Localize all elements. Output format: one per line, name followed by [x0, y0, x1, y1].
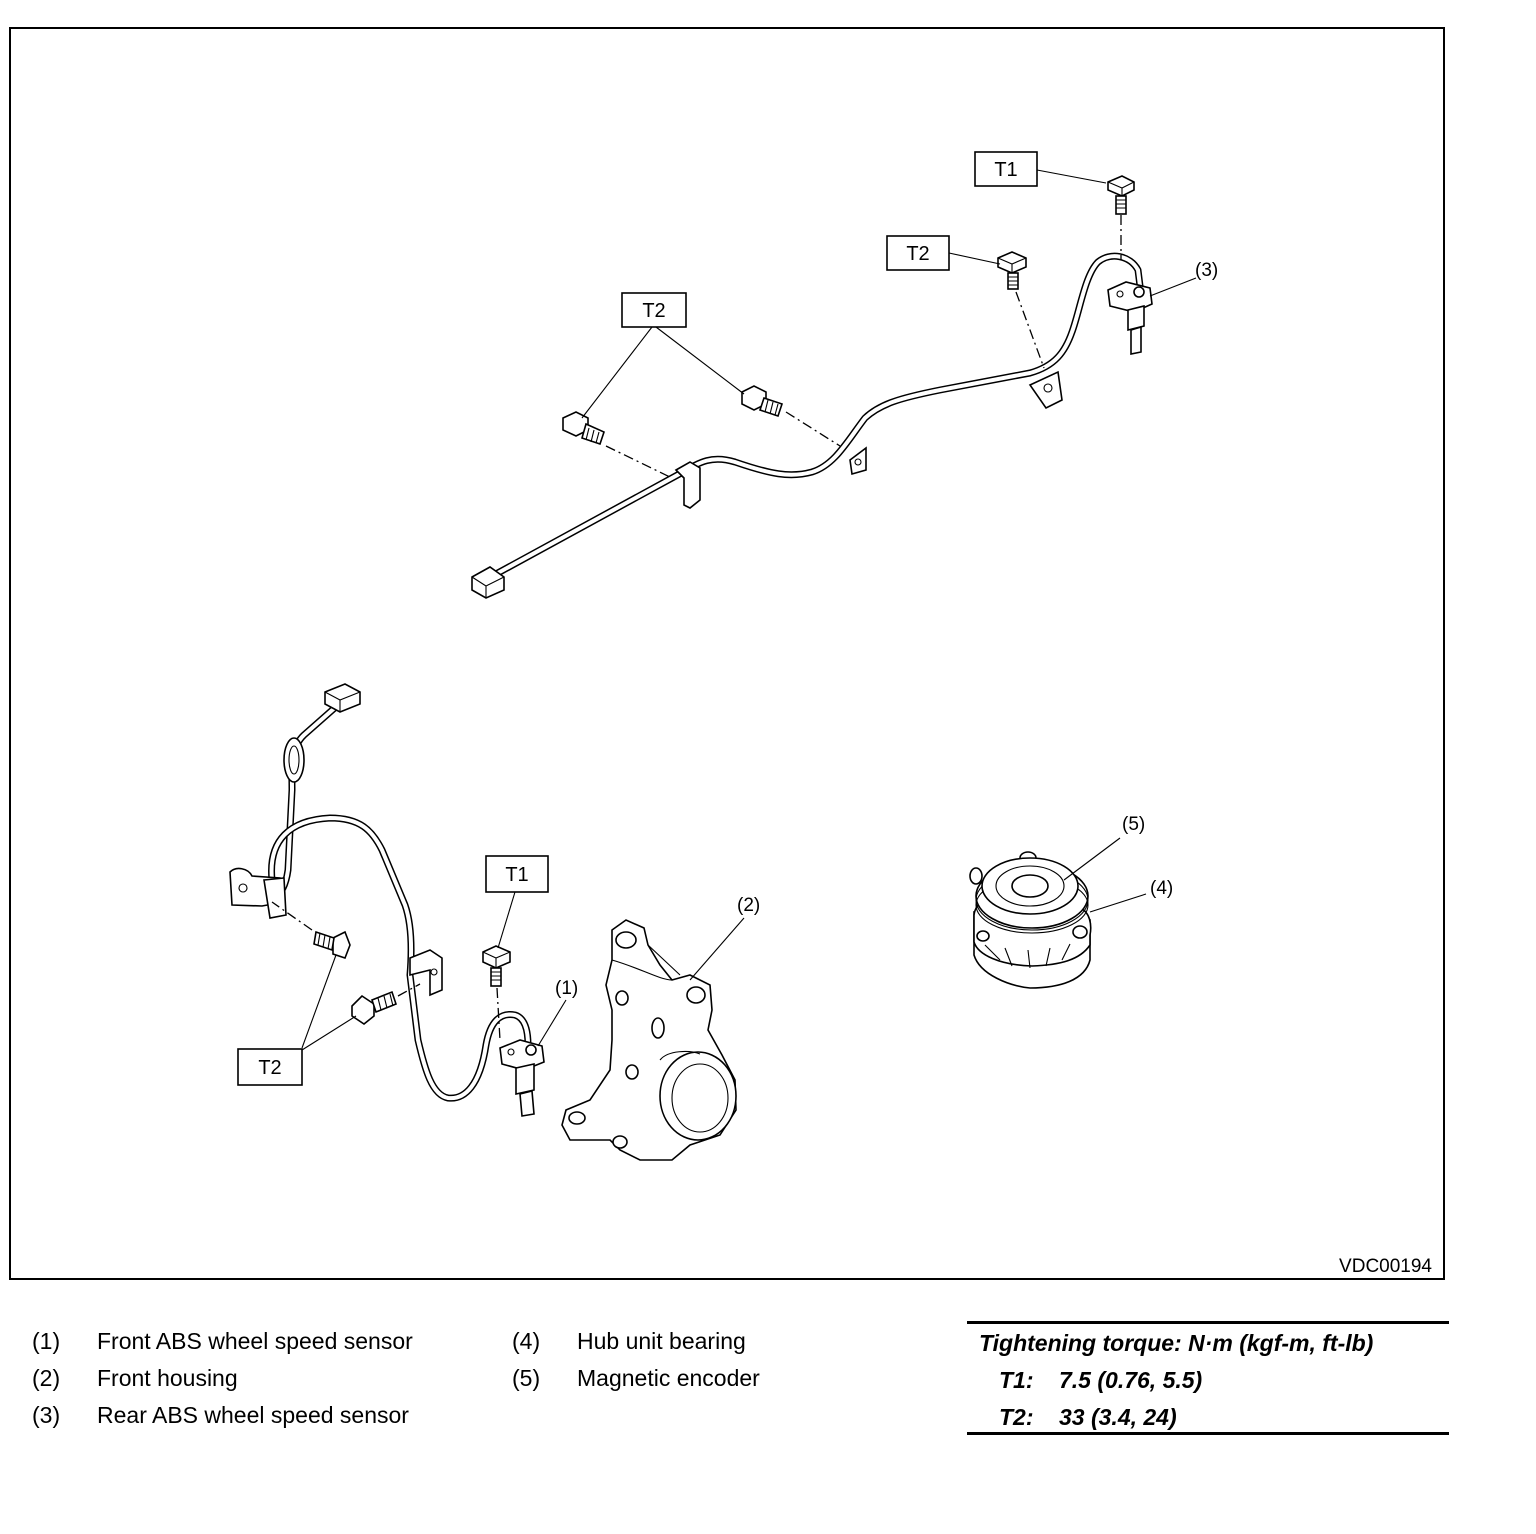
- legend-num-2: (2): [32, 1365, 61, 1391]
- torque-table: Tightening torque: N·m (kgf-m, ft-lb) T1…: [967, 1321, 1449, 1435]
- callout-4: (4): [1089, 878, 1173, 913]
- t2-bolt-mid: [997, 251, 1045, 369]
- t1-box-bottom-label: T1: [505, 864, 528, 886]
- callout-2: (2): [689, 895, 760, 981]
- torque-heading: Tightening torque: N·m (kgf-m, ft-lb): [979, 1330, 1374, 1356]
- t2-box-top: T2: [886, 235, 1001, 271]
- t2-bolt-upper-left: [562, 411, 673, 479]
- legend-num-5: (5): [512, 1365, 541, 1391]
- torque-value-t2: 33 (3.4, 24): [1059, 1404, 1177, 1430]
- torque-key-t2: T2:: [999, 1404, 1034, 1430]
- callout-2-label: (2): [737, 895, 760, 916]
- rear-abs-wheel-speed-sensor: [1107, 281, 1153, 355]
- t1-bolt-top: [1107, 175, 1135, 260]
- callout-4-label: (4): [1150, 878, 1173, 899]
- t2-box-top-label: T2: [906, 243, 929, 265]
- t2-box-bottom: T2: [237, 954, 357, 1086]
- callout-5: (5): [1063, 814, 1145, 881]
- legend-text-2: Front housing: [97, 1365, 238, 1391]
- magnetic-encoder: [981, 857, 1079, 915]
- front-grommet: [283, 737, 305, 783]
- t1-box-top-label: T1: [994, 159, 1017, 181]
- front-harness-connector: [324, 683, 361, 713]
- legend-text-1: Front ABS wheel speed sensor: [97, 1328, 413, 1354]
- t2-box-bottom-label: T2: [258, 1057, 281, 1079]
- t2-bolt-upper-right: [741, 385, 841, 447]
- t2-bolt-front-lower: [351, 983, 421, 1025]
- rear-bracket-2: [849, 446, 867, 476]
- rear-harness-connector: [471, 566, 505, 599]
- front-housing: [561, 919, 737, 1161]
- t2-box-mid-label: T2: [642, 300, 665, 322]
- legend-text-3: Rear ABS wheel speed sensor: [97, 1402, 409, 1428]
- rear-bracket-3: [1028, 370, 1063, 410]
- front-bracket-mid: [409, 949, 443, 997]
- legend-num-1: (1): [32, 1328, 61, 1354]
- t2-box-mid: T2: [581, 292, 745, 419]
- rear-bracket-1: [674, 461, 701, 509]
- legend-num-3: (3): [32, 1402, 61, 1428]
- callout-1: (1): [537, 978, 578, 1047]
- legend-text-4: Hub unit bearing: [577, 1328, 746, 1354]
- legend-num-4: (4): [512, 1328, 541, 1354]
- callout-1-label: (1): [555, 978, 578, 999]
- figure-id: VDC00194: [1339, 1256, 1432, 1277]
- front-abs-wheel-speed-sensor: [499, 1039, 545, 1117]
- t1-bolt-bottom: [482, 945, 511, 1041]
- abs-sensor-diagram: T1 T2 T2 T1 T2 (3) (5) (4) (2) (1): [229, 151, 1432, 1277]
- t2-bolt-front-upper: [271, 901, 351, 960]
- legend-text-5: Magnetic encoder: [577, 1365, 760, 1391]
- t1-box-top: T1: [974, 151, 1107, 187]
- callout-5-label: (5): [1122, 814, 1145, 835]
- callout-3-label: (3): [1195, 260, 1218, 281]
- torque-key-t1: T1:: [999, 1367, 1034, 1393]
- rear-harness: [471, 252, 1144, 599]
- diagram-frame: [9, 27, 1445, 1280]
- t1-box-bottom: T1: [485, 855, 549, 949]
- callout-3: (3): [1149, 260, 1218, 297]
- torque-value-t1: 7.5 (0.76, 5.5): [1059, 1367, 1203, 1393]
- front-harness: [229, 683, 532, 1102]
